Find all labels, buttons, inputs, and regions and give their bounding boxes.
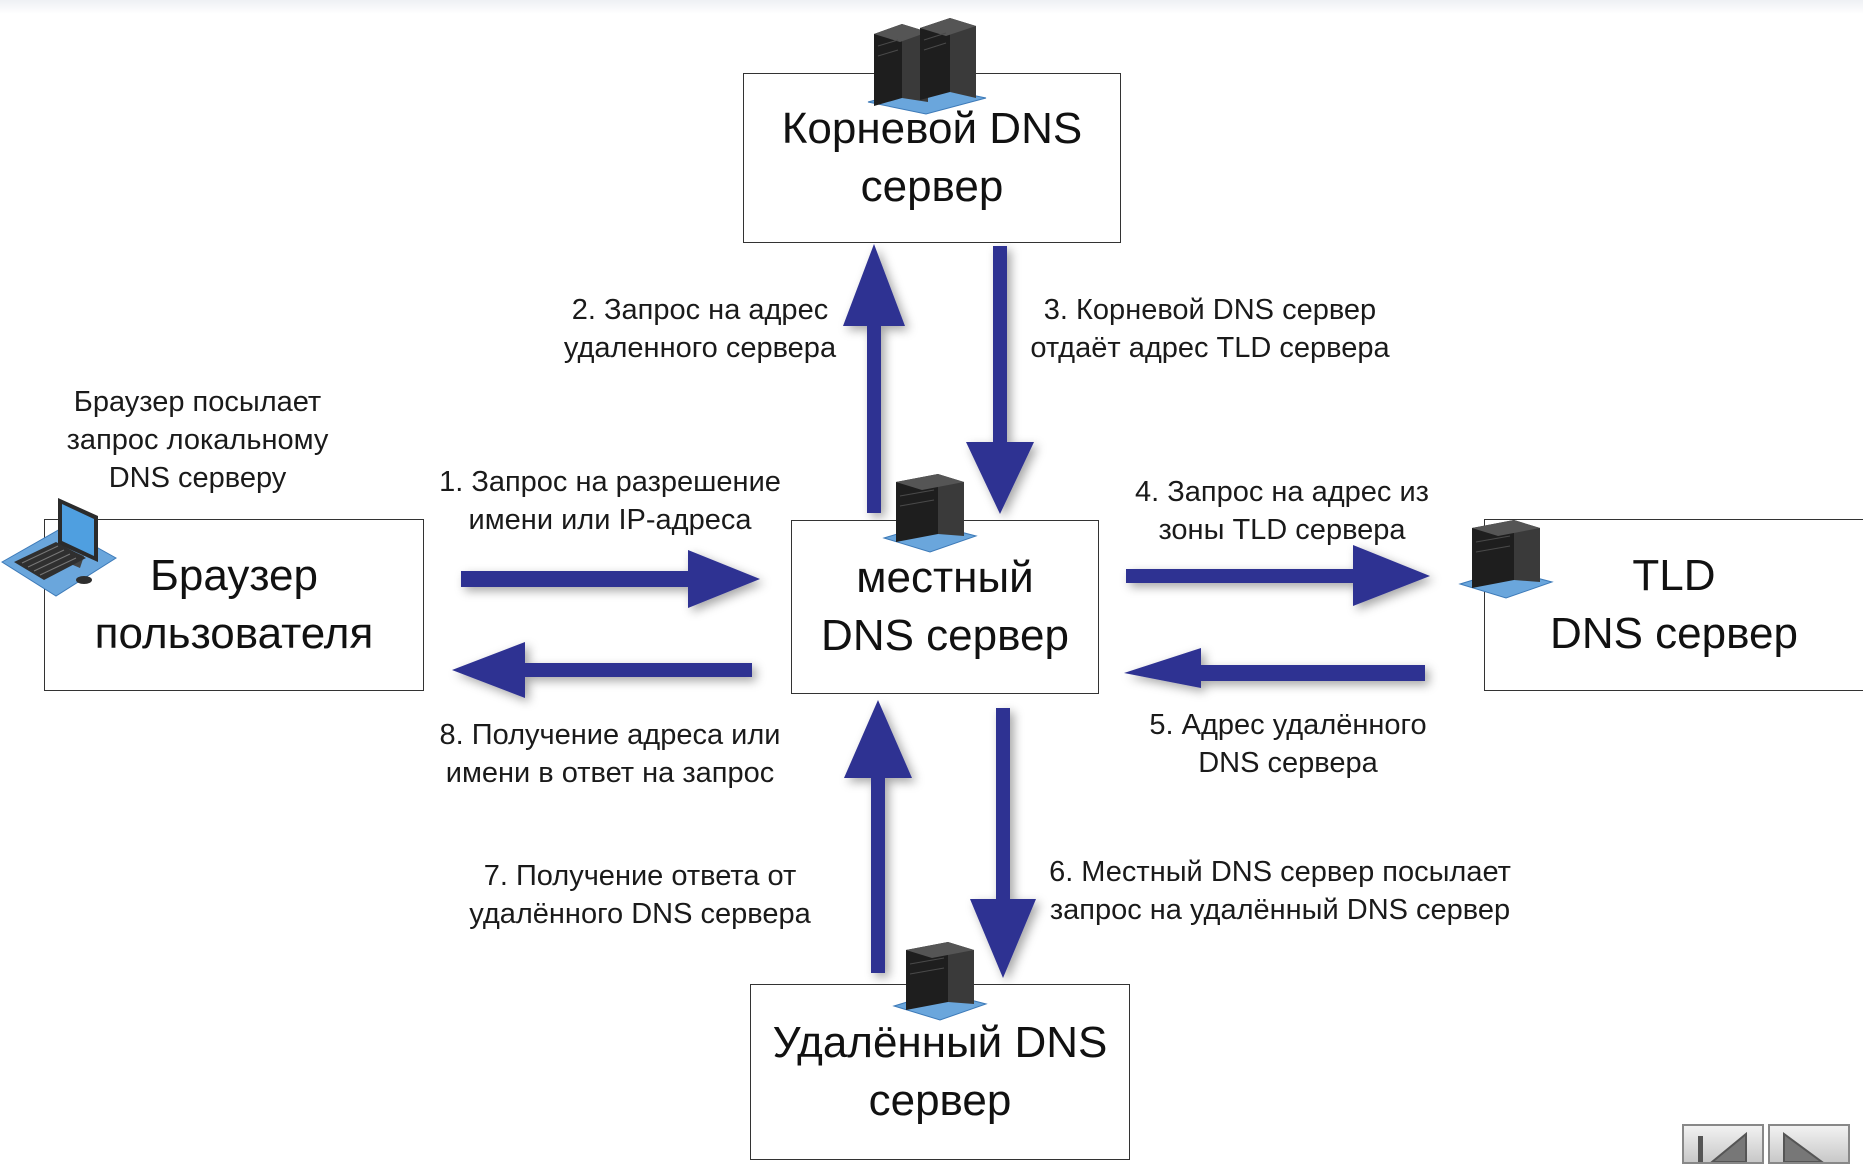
arrow-step1	[461, 550, 760, 608]
arrow-step4	[1126, 545, 1430, 606]
remote-dns-server-label: Удалённый DNS сервер	[772, 1018, 1108, 1125]
local-dns-server-label: местный DNS сервер	[821, 553, 1069, 660]
step2-label: 2. Запрос на адрес удаленного сервера	[563, 294, 837, 364]
nav-previous-icon	[1698, 1131, 1747, 1162]
browser-note: Браузер посылает запрос локальному DNS с…	[66, 386, 329, 494]
server-tower-icon	[867, 18, 987, 115]
workstation-icon	[1, 498, 117, 597]
root-dns-server-label: Корневой DNS сервер	[781, 104, 1083, 211]
top-band	[0, 0, 1863, 14]
server-tower-icon	[1458, 520, 1554, 599]
server-tower-icon	[882, 474, 978, 553]
arrow-step8	[452, 642, 752, 698]
step3-label: 3. Корневой DNS сервер отдаёт адрес TLD …	[1030, 294, 1390, 364]
user-browser-label: Браузер пользователя	[94, 551, 374, 658]
step5-label: 5. Адрес удалённого DNS сервера	[1149, 709, 1427, 779]
server-tower-icon	[892, 942, 988, 1021]
arrow-step5	[1124, 648, 1425, 688]
nav-previous-button[interactable]	[1682, 1124, 1764, 1164]
tld-dns-server-label: TLD DNS сервер	[1550, 551, 1798, 658]
step6-label: 6. Местный DNS сервер посылает запрос на…	[1049, 856, 1511, 926]
step4-label: 4. Запрос на адрес из зоны TLD сервера	[1135, 476, 1429, 546]
step1-label: 1. Запрос на разрешение имени или IP-адр…	[439, 466, 781, 536]
tld-dns-server-box: TLD DNS сервер	[1484, 519, 1863, 691]
arrow-step2	[843, 244, 905, 513]
nav-next-button[interactable]	[1768, 1124, 1850, 1164]
step8-label: 8. Получение адреса или имени в ответ на…	[439, 719, 781, 789]
step7-label: 7. Получение ответа от удалённого DNS се…	[469, 860, 811, 930]
arrow-step7	[844, 700, 912, 973]
user-browser-box: Браузер пользователя	[44, 519, 424, 691]
nav-next-icon	[1783, 1132, 1824, 1162]
arrow-step3	[966, 246, 1034, 514]
local-dns-server-box: местный DNS сервер	[791, 520, 1099, 694]
arrow-step6	[970, 708, 1036, 978]
